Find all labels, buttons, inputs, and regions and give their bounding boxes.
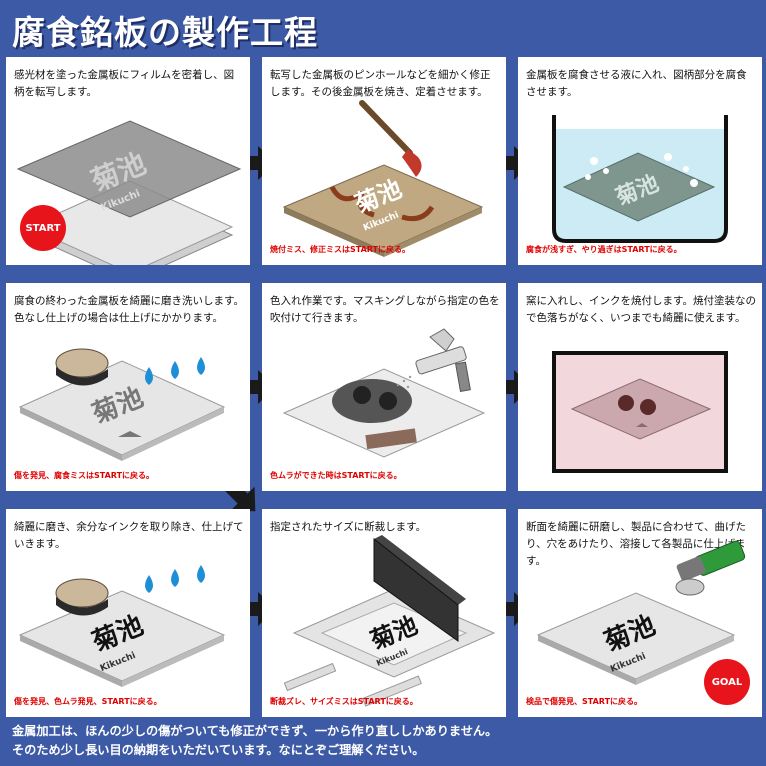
water-drop-icon bbox=[145, 357, 205, 385]
step-8-panel: 指定されたサイズに断裁します。 菊池 Kikuchi 断裁ズレ、サイズミスはST… bbox=[262, 509, 506, 717]
step-5-warning: 色ムラができた時はSTARTに戻る。 bbox=[270, 471, 402, 480]
step-7-description: 綺麗に磨き、余分なインクを取り除き、仕上げていきます。 bbox=[14, 521, 244, 550]
footer-line-1: 金属加工は、ほんの少しの傷がついても修正ができず、一から作り直ししかありません。 bbox=[12, 724, 498, 738]
tank-icon bbox=[552, 115, 728, 243]
brush-icon bbox=[359, 100, 422, 177]
step-5-illustration bbox=[282, 328, 486, 458]
scrub-brush-icon bbox=[55, 348, 109, 386]
step-8-illustration: 菊池 Kikuchi bbox=[283, 535, 496, 707]
step-4-illustration: 菊池 bbox=[18, 348, 226, 461]
step-2-description: 転写した金属板のピンホールなどを細かく修正します。その後金属板を焼き、定着させま… bbox=[270, 69, 491, 98]
step-3-description: 金属板を腐食させる液に入れ、図柄部分を腐食させます。 bbox=[526, 69, 747, 98]
step-1-panel: 感光材を塗った金属板にフィルムを密着し、図柄を転写します。 菊池 Kikuchi… bbox=[6, 57, 250, 265]
spray-gun-icon bbox=[415, 328, 471, 393]
step-3-illustration: 菊池 bbox=[552, 115, 728, 243]
step-6-description: 窯に入れし、インクを焼付します。焼付塗装なので色落ちがなく、いつまでも綺麗に使え… bbox=[526, 295, 756, 324]
step-2-illustration: 菊池 Kikuchi bbox=[282, 100, 484, 257]
start-badge: START bbox=[20, 205, 66, 251]
scrub-brush-icon bbox=[55, 578, 109, 616]
step-6-illustration bbox=[552, 351, 728, 473]
step-1-illustration: 菊池 Kikuchi bbox=[16, 120, 242, 265]
step-7-panel: 綺麗に磨き、余分なインクを取り除き、仕上げていきます。 菊池 Kikuchi 傷… bbox=[6, 509, 250, 717]
step-3-warning: 腐食が浅すぎ、やり過ぎはSTARTに戻る。 bbox=[526, 245, 682, 254]
step-4-panel: 腐食の終わった金属板を綺麗に磨き洗いします。色なし仕上げの場合は仕上げにかかりま… bbox=[6, 283, 250, 491]
step-7-warning: 傷を発見、色ムラ発見、STARTに戻る。 bbox=[14, 697, 162, 706]
page-title: 腐食銘板の製作工程 bbox=[12, 13, 318, 52]
step-9-panel: 断面を綺麗に研磨し、製品に合わせて、曲げたり、穴をあけたり、溶接して各製品に仕上… bbox=[518, 509, 762, 717]
water-drop-icon bbox=[145, 565, 205, 593]
goal-badge: GOAL bbox=[704, 659, 750, 705]
step-4-warning: 傷を発見、腐食ミスはSTARTに戻る。 bbox=[14, 471, 155, 480]
step-5-description: 色入れ作業です。マスキングしながら指定の色を吹付けて行きます。 bbox=[270, 295, 500, 324]
step-2-warning: 焼付ミス、修正ミスはSTARTに戻る。 bbox=[270, 245, 411, 254]
footer-note: 金属加工は、ほんの少しの傷がついても修正ができず、一から作り直ししかありません。… bbox=[12, 722, 497, 760]
step-6-panel: 窯に入れし、インクを焼付します。焼付塗装なので色落ちがなく、いつまでも綺麗に使え… bbox=[518, 283, 762, 491]
grinder-icon bbox=[675, 540, 746, 596]
step-5-panel: 色入れ作業です。マスキングしながら指定の色を吹付けて行きます。 色ムラができた時… bbox=[262, 283, 506, 491]
step-9-description: 断面を綺麗に研磨し、製品に合わせて、曲げたり、穴をあけたり、溶接して各製品に仕上… bbox=[526, 521, 746, 567]
step-9-illustration: 菊池 Kikuchi bbox=[536, 540, 746, 685]
footer-line-2: そのため少し長い目の納期をいただいています。なにとぞご理解ください。 bbox=[12, 743, 425, 757]
step-2-panel: 転写した金属板のピンホールなどを細かく修正します。その後金属板を焼き、定着させま… bbox=[262, 57, 506, 265]
step-8-description: 指定されたサイズに断裁します。 bbox=[270, 521, 427, 533]
step-3-panel: 金属板を腐食させる液に入れ、図柄部分を腐食させます。 菊池 腐食が浅すぎ、やり過… bbox=[518, 57, 762, 265]
step-7-illustration: 菊池 Kikuchi bbox=[18, 565, 226, 687]
step-9-warning: 検品で傷発見、STARTに戻る。 bbox=[526, 697, 643, 706]
step-1-description: 感光材を塗った金属板にフィルムを密着し、図柄を転写します。 bbox=[14, 69, 235, 98]
step-4-description: 腐食の終わった金属板を綺麗に磨き洗いします。色なし仕上げの場合は仕上げにかかりま… bbox=[14, 295, 244, 324]
cutter-blade-icon bbox=[373, 535, 466, 642]
step-8-warning: 断裁ズレ、サイズミスはSTARTに戻る。 bbox=[270, 697, 418, 706]
